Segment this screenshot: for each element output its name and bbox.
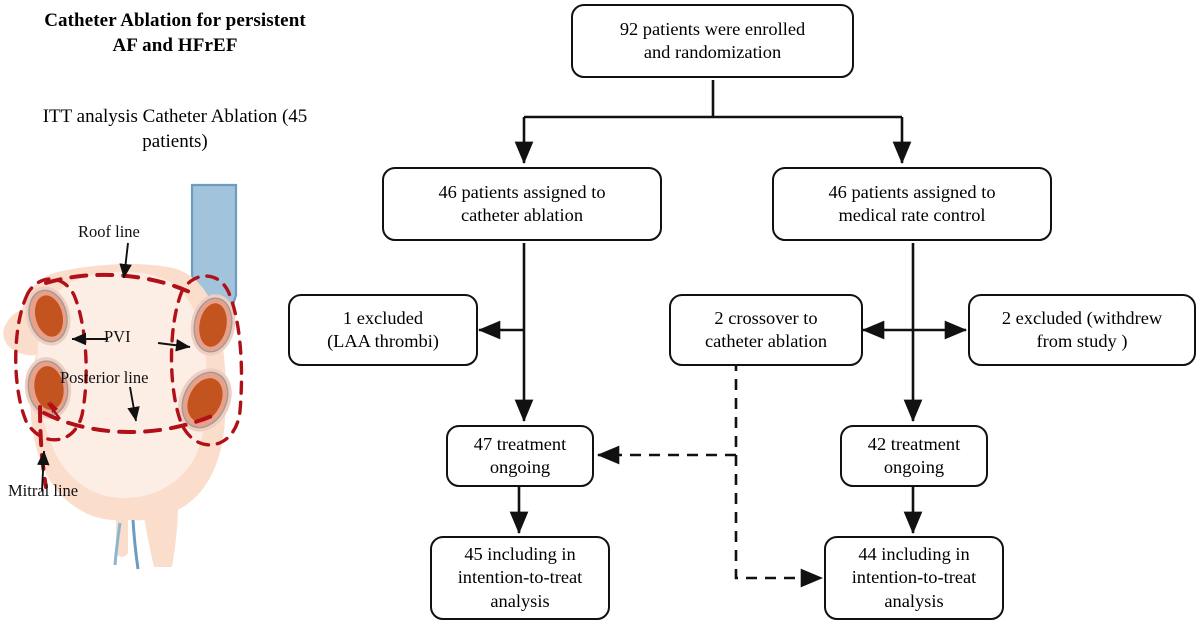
node-itt-medical-line2: intention-to-treat (851, 567, 977, 588)
node-assigned-medical-line1: 46 patients assigned to (828, 181, 996, 202)
atrium-body-light (37, 271, 208, 498)
node-excluded-laa[interactable]: 1 excluded (LAA thrombi) (288, 294, 478, 366)
pvi-right-circle (169, 274, 244, 447)
node-assigned-medical[interactable]: 46 patients assigned to medical rate con… (772, 167, 1052, 241)
pv-ostium-right-superior (190, 294, 236, 356)
node-excluded-laa-line1: 1 excluded (342, 307, 424, 328)
panel-title-line1: Catheter Ablation for (44, 10, 221, 31)
node-excluded-withdrew-line1: 2 excluded (withdrew (1001, 307, 1163, 328)
node-ongoing-ablation[interactable]: 47 treatment ongoing (446, 425, 594, 487)
node-crossover[interactable]: 2 crossover to catheter ablation (669, 294, 863, 366)
bottom-vessel-right (131, 519, 140, 570)
node-enrolled[interactable]: 92 patients were enrolled and randomizat… (571, 4, 854, 78)
node-itt-ablation-line3: analysis (490, 590, 550, 611)
node-itt-ablation-line2: intention-to-treat (457, 567, 583, 588)
node-itt-medical[interactable]: 44 including in intention-to-treat analy… (824, 536, 1004, 620)
pv-ostium-left-inferior (24, 357, 72, 419)
node-ongoing-ablation-line1: 47 treatment (473, 433, 567, 454)
illustration-label-roof-line: Roof line (78, 222, 140, 241)
ventricle-stub (116, 505, 128, 557)
illustration-label-mitral-line: Mitral line (8, 481, 79, 500)
panel-subtitle-line3: (45 patients) (142, 106, 308, 153)
node-itt-medical-line1: 44 including in (858, 544, 970, 565)
mitral-line-leader (37, 450, 50, 492)
mitral-to-ostium-arrowhead (50, 401, 58, 413)
node-assigned-ablation-line2: catheter ablation (460, 205, 584, 225)
illustration-label-posterior-line: Posterior line (60, 368, 149, 387)
node-enrolled-line2: and randomization (643, 42, 782, 62)
panel-title: Catheter Ablation for persistent AF and … (30, 8, 320, 58)
pv-ostium-right-inferior (178, 368, 232, 432)
node-itt-medical-line3: analysis (884, 590, 944, 611)
node-assigned-medical-line2: medical rate control (838, 205, 986, 225)
node-assigned-ablation[interactable]: 46 patients assigned to catheter ablatio… (382, 167, 662, 241)
left-atrium-illustration: Roof line PVI Posterior line Mitral line (0, 175, 300, 624)
mitral-line-lesion (38, 405, 48, 489)
node-ongoing-medical-line1: 42 treatment (867, 433, 961, 454)
panel-title-line2: persistent AF and HFrEF (112, 10, 306, 57)
panel-subtitle-line2: Catheter Ablation (142, 106, 278, 127)
node-excluded-withdrew-line2: from study ) (1036, 331, 1128, 351)
node-ongoing-medical[interactable]: 42 treatment ongoing (840, 425, 988, 487)
illustration-label-pvi: PVI (104, 327, 131, 346)
panel-subtitle: ITT analysis Catheter Ablation (45 patie… (40, 104, 310, 155)
node-ongoing-ablation-line2: ongoing (489, 457, 551, 477)
node-excluded-laa-line2: (LAA thrombi) (327, 331, 439, 351)
node-excluded-withdrew[interactable]: 2 excluded (withdrew from study ) (968, 294, 1196, 366)
posterior-line-leader (127, 386, 140, 422)
roof-line-leader (119, 242, 132, 279)
edge-crossover-to-itt-medical (734, 455, 824, 588)
node-enrolled-line1: 92 patients were enrolled (619, 18, 806, 39)
node-assigned-ablation-line1: 46 patients assigned to (438, 181, 606, 202)
ventricle-stub-right (143, 507, 178, 567)
bottom-vessel-left (113, 522, 122, 566)
pv-ostium-left-superior (25, 286, 71, 346)
panel-subtitle-line1: ITT analysis (42, 106, 138, 127)
node-crossover-line2: catheter ablation (704, 331, 828, 351)
node-itt-ablation-line1: 45 including in (464, 544, 576, 565)
node-crossover-line1: 2 crossover to (714, 307, 818, 328)
node-itt-ablation[interactable]: 45 including in intention-to-treat analy… (430, 536, 610, 620)
node-ongoing-medical-line2: ongoing (883, 457, 945, 477)
pvi-left-circle (14, 277, 88, 442)
pvi-leader-right (157, 339, 191, 352)
posterior-line-lesion (42, 411, 216, 434)
